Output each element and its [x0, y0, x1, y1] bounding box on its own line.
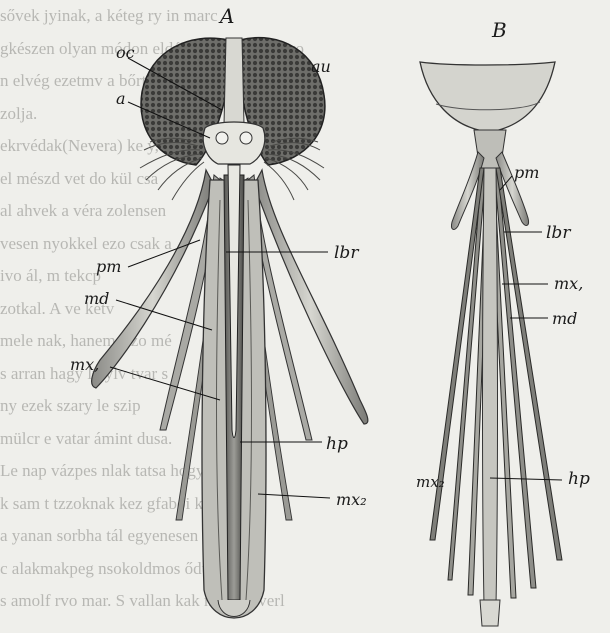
- panel-b-labium: [483, 168, 498, 605]
- panel-b-drawing: [420, 62, 562, 626]
- label-a-lbr: lbr: [334, 243, 359, 263]
- antenna-base: [203, 122, 265, 164]
- label-b-pm: pm: [514, 163, 539, 182]
- panel-a-title: A: [218, 4, 234, 28]
- label-a-mx2: mx₂: [336, 490, 367, 509]
- label-b-hp: hp: [568, 469, 590, 489]
- label-b-mx: mx,: [554, 274, 583, 293]
- label-a-a: a: [116, 89, 126, 108]
- panel-b-title: B: [491, 18, 507, 42]
- label-b-mx2: mx₂: [416, 473, 445, 491]
- label-a-mx1: mx,: [70, 355, 99, 374]
- label-b-lbr: lbr: [546, 223, 571, 243]
- panel-b-labium-tip: [480, 600, 500, 626]
- left-antenna-socket: [216, 132, 228, 144]
- panel-b-head-base: [420, 62, 555, 132]
- label-a-md: md: [84, 289, 109, 308]
- head-frons: [224, 38, 244, 125]
- label-a-hp: hp: [326, 434, 348, 454]
- label-a-au: au: [311, 57, 331, 76]
- right-antenna-socket: [240, 132, 252, 144]
- label-b-md: md: [552, 309, 577, 328]
- label-a-pm: pm: [96, 257, 121, 276]
- panel-a-drawing: [92, 38, 368, 618]
- label-a-oc: oc: [116, 43, 135, 62]
